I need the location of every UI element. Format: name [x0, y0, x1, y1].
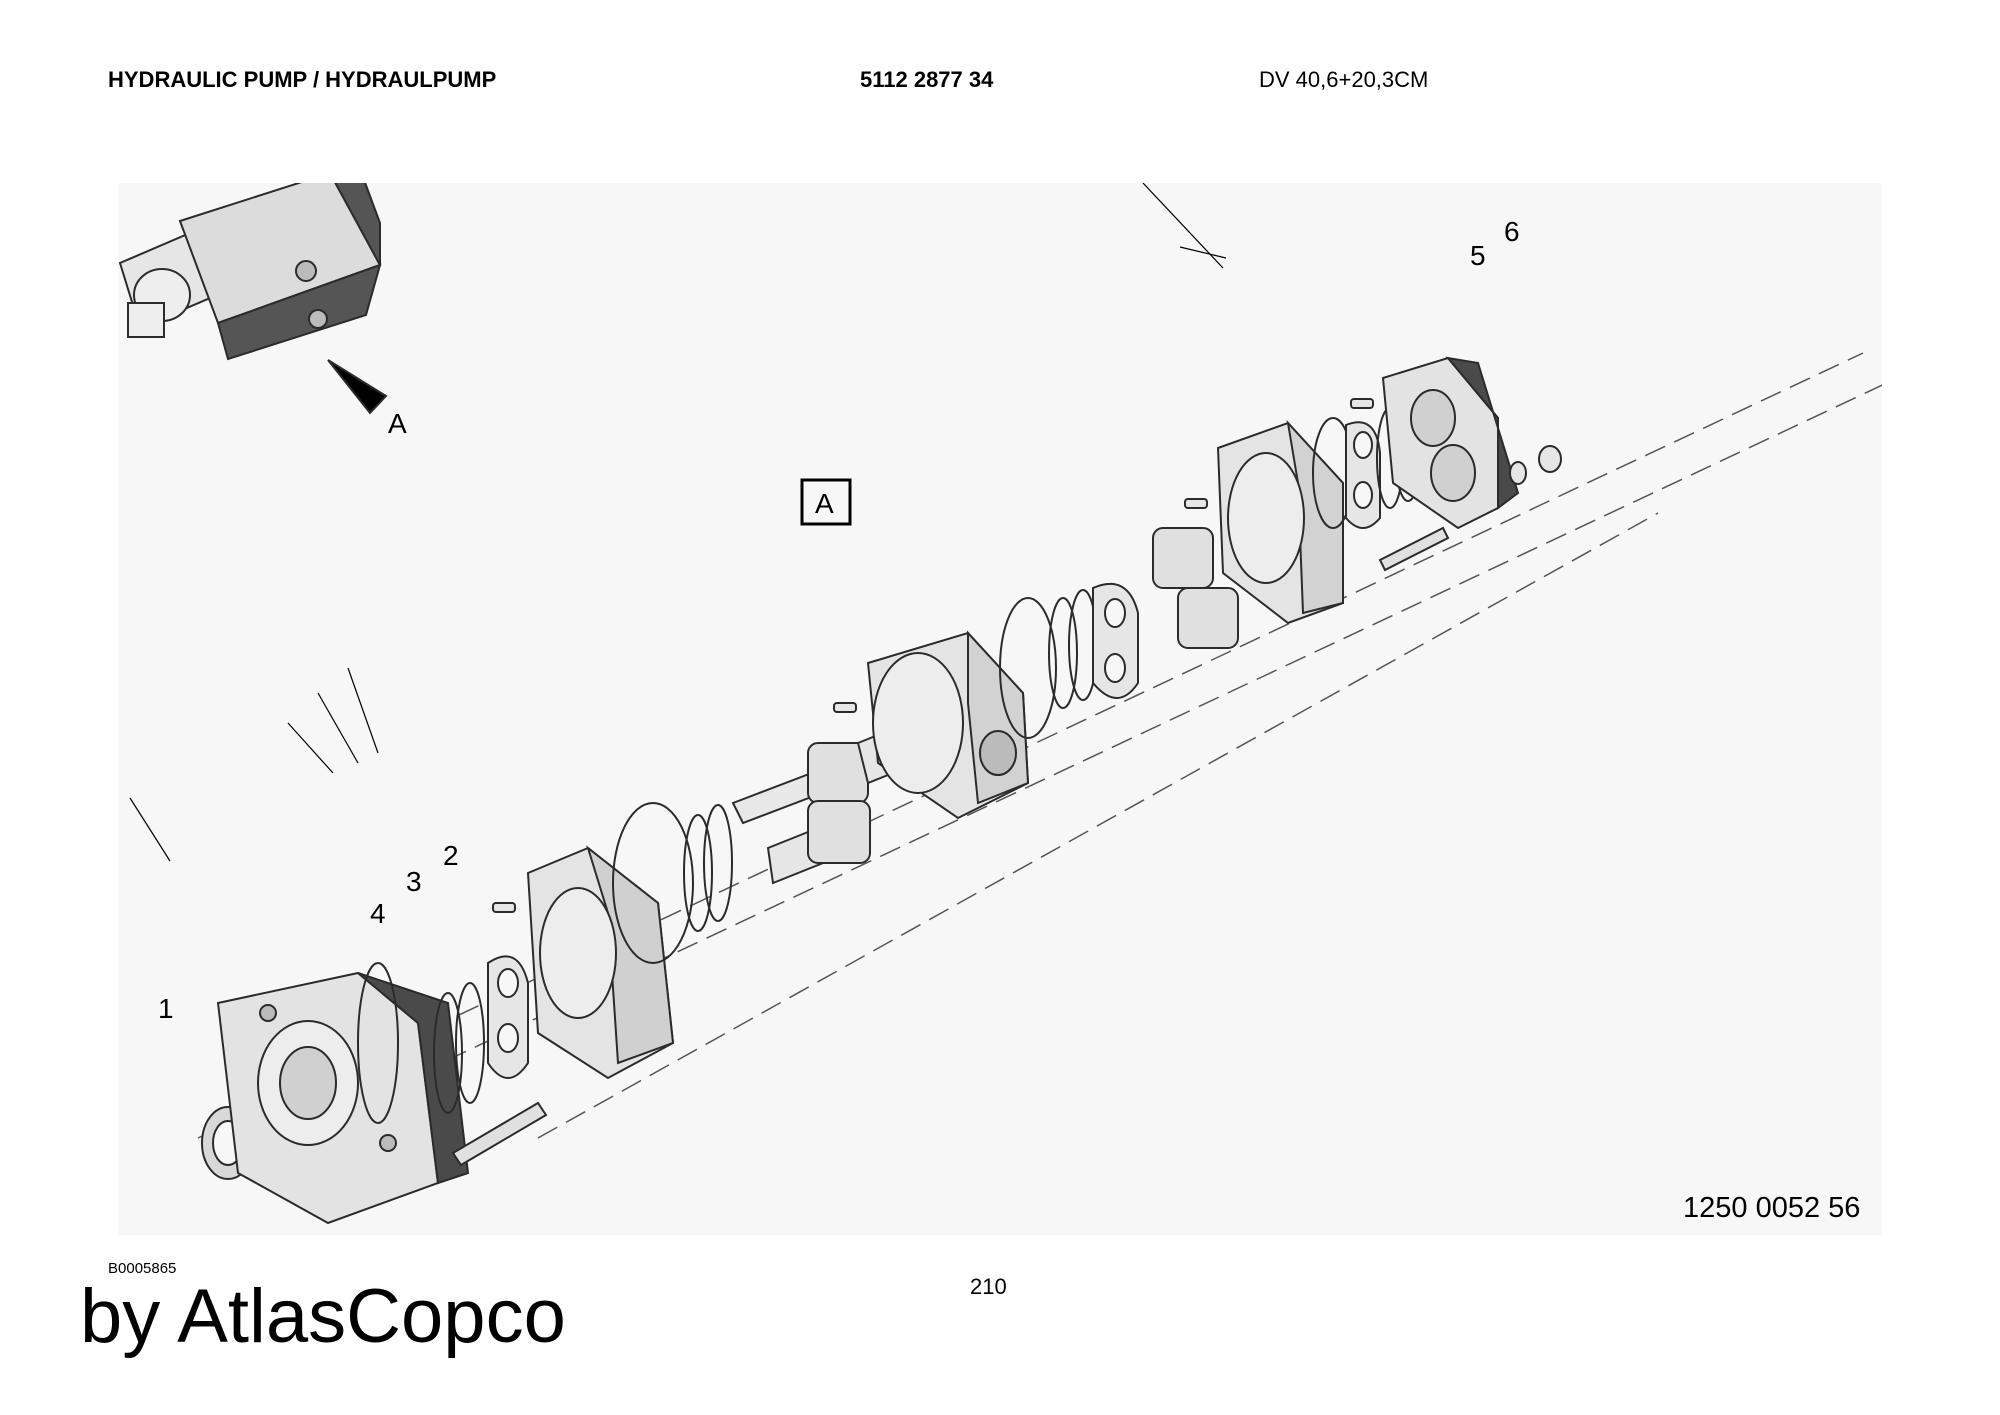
view-label: A	[388, 408, 407, 439]
view-box-frame	[800, 478, 852, 526]
callout-2: 2	[443, 840, 459, 871]
callout-5: 5	[1470, 240, 1486, 271]
part-number: 5112 2877 34	[860, 67, 994, 92]
driven-gear	[766, 800, 871, 885]
rear-pump-body	[1216, 419, 1344, 625]
leader-line-5	[1142, 183, 1224, 269]
callout-1: 1	[158, 993, 174, 1024]
document-title: HYDRAULIC PUMP / HYDRAULPUMP	[108, 67, 497, 92]
rear-cover	[1381, 356, 1520, 530]
page-number: 210	[970, 1274, 1007, 1299]
brand-footer: by AtlasCopco	[80, 1274, 566, 1359]
exploded-view-diagram: A A 1 2 3 4 5 6	[118, 183, 1882, 1225]
main-pump-body	[866, 630, 1030, 820]
image-code: B0005865	[108, 1260, 177, 1277]
rear-seal-rings	[999, 583, 1139, 739]
leader-line-4	[287, 722, 334, 774]
leader-line-1	[129, 797, 171, 862]
front-bearing-block	[526, 845, 675, 1080]
view-direction-arrow	[327, 359, 388, 415]
assembled-pump-thumbnail	[118, 183, 382, 361]
drawing-number: 1250 0052 56	[1683, 1192, 1861, 1224]
front-seal-rings	[357, 955, 529, 1124]
leader-line-6	[1179, 246, 1227, 259]
stud-bolt	[451, 1101, 548, 1167]
callout-4: 4	[370, 898, 386, 929]
leader-line-2	[347, 667, 379, 754]
front-flange-cover	[216, 971, 470, 1225]
dowel-pins	[492, 398, 1374, 913]
exploded-view-panel: A A 1 2 3 4 5 6	[118, 183, 1882, 1235]
middle-seal-rings	[612, 802, 733, 964]
model-designation: DV 40,6+20,3CM	[1259, 67, 1429, 92]
washer	[1509, 461, 1527, 485]
leader-line-3	[317, 692, 359, 764]
rear-stud-bolt	[1378, 526, 1450, 572]
callout-6: 6	[1504, 216, 1520, 247]
view-box-label: A	[815, 488, 834, 519]
second-gear-set	[1152, 527, 1239, 649]
nut	[1538, 445, 1562, 473]
callout-3: 3	[406, 866, 422, 897]
